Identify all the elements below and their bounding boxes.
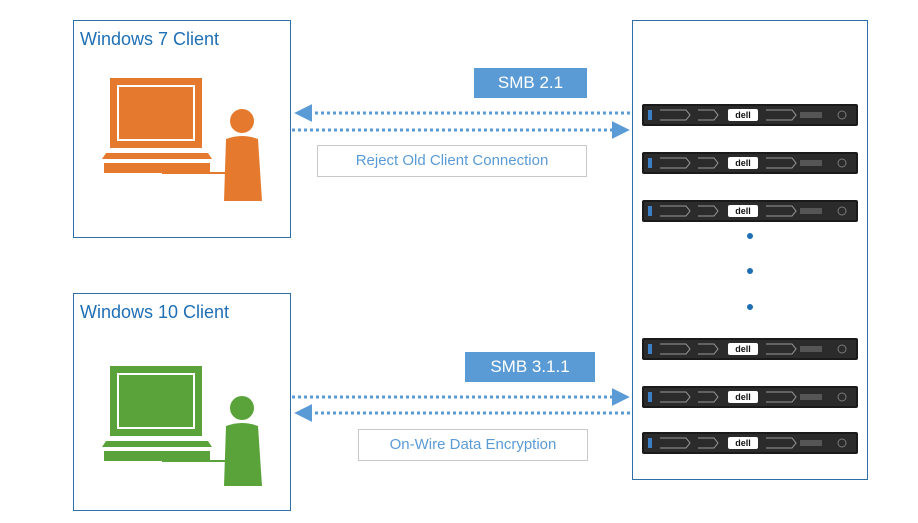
svg-text:dell: dell — [735, 206, 751, 216]
windows7-client-box: Windows 7 Client — [73, 20, 291, 238]
svg-text:dell: dell — [735, 344, 751, 354]
rack-server-icon: dell — [642, 104, 858, 126]
rack-server-icon: dell — [642, 200, 858, 222]
rack-server-icon: dell — [642, 152, 858, 174]
protocol-label: SMB 2.1 — [474, 68, 587, 98]
svg-text:dell: dell — [735, 392, 751, 402]
client-title: Windows 7 Client — [80, 29, 220, 49]
svg-text:dell: dell — [735, 438, 751, 448]
windows10-client-box: Windows 10 Client — [73, 293, 291, 511]
rack-server-icon: dell — [642, 338, 858, 360]
protocol-label: SMB 3.1.1 — [465, 352, 595, 382]
svg-text:dell: dell — [735, 110, 751, 120]
rack-server-icon: dell — [642, 386, 858, 408]
connection-caption: Reject Old Client Connection — [317, 145, 587, 177]
svg-text:dell: dell — [735, 158, 751, 168]
connection-caption: On-Wire Data Encryption — [358, 429, 588, 461]
laptop-user-icon — [102, 78, 262, 201]
client-title: Windows 10 Client — [80, 302, 230, 322]
laptop-user-icon — [102, 366, 262, 486]
rack-server-icon: dell — [642, 432, 858, 454]
